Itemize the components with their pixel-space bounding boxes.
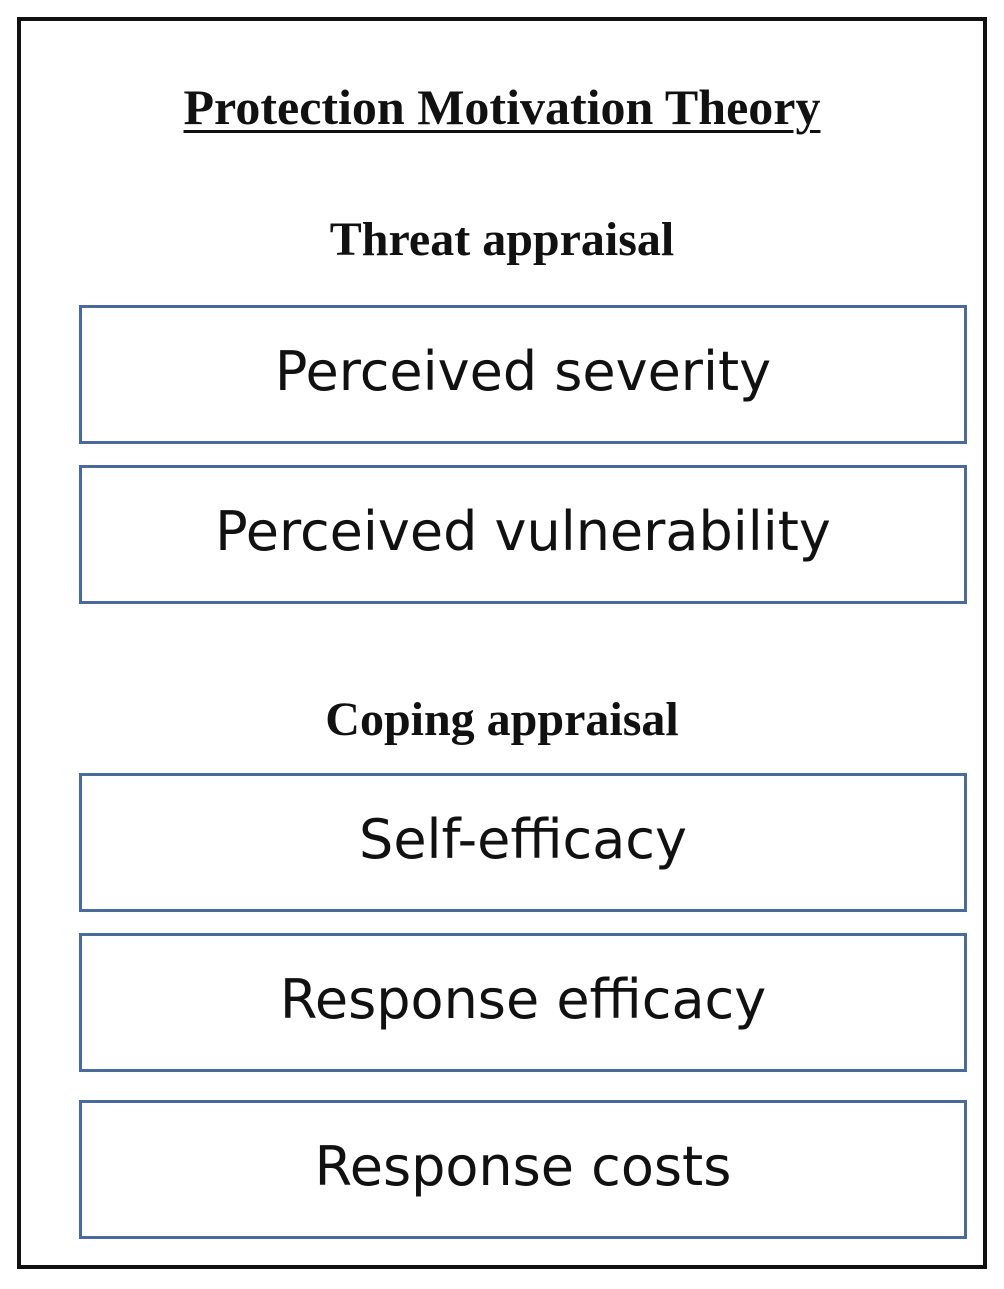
response-efficacy-label: Response efficacy <box>279 968 767 1031</box>
self-efficacy-box: Self-efficacy <box>79 773 967 912</box>
response-efficacy-box: Response efficacy <box>79 933 967 1072</box>
perceived-severity-label: Perceived severity <box>274 340 772 403</box>
self-efficacy-label: Self-efficacy <box>359 808 687 871</box>
diagram-title: Protection Motivation Theory <box>0 78 1004 136</box>
diagram-title-text: Protection Motivation Theory <box>183 79 821 135</box>
threat-appraisal-heading: Threat appraisal <box>329 213 675 266</box>
perceived-severity-box: Perceived severity <box>79 305 967 444</box>
perceived-vulnerability-box: Perceived vulnerability <box>79 465 967 604</box>
response-costs-box: Response costs <box>79 1100 967 1239</box>
perceived-vulnerability-label: Perceived vulnerability <box>215 500 831 563</box>
coping-appraisal-heading: Coping appraisal <box>325 693 679 746</box>
response-costs-label: Response costs <box>314 1135 732 1198</box>
diagram-frame <box>17 17 987 1269</box>
